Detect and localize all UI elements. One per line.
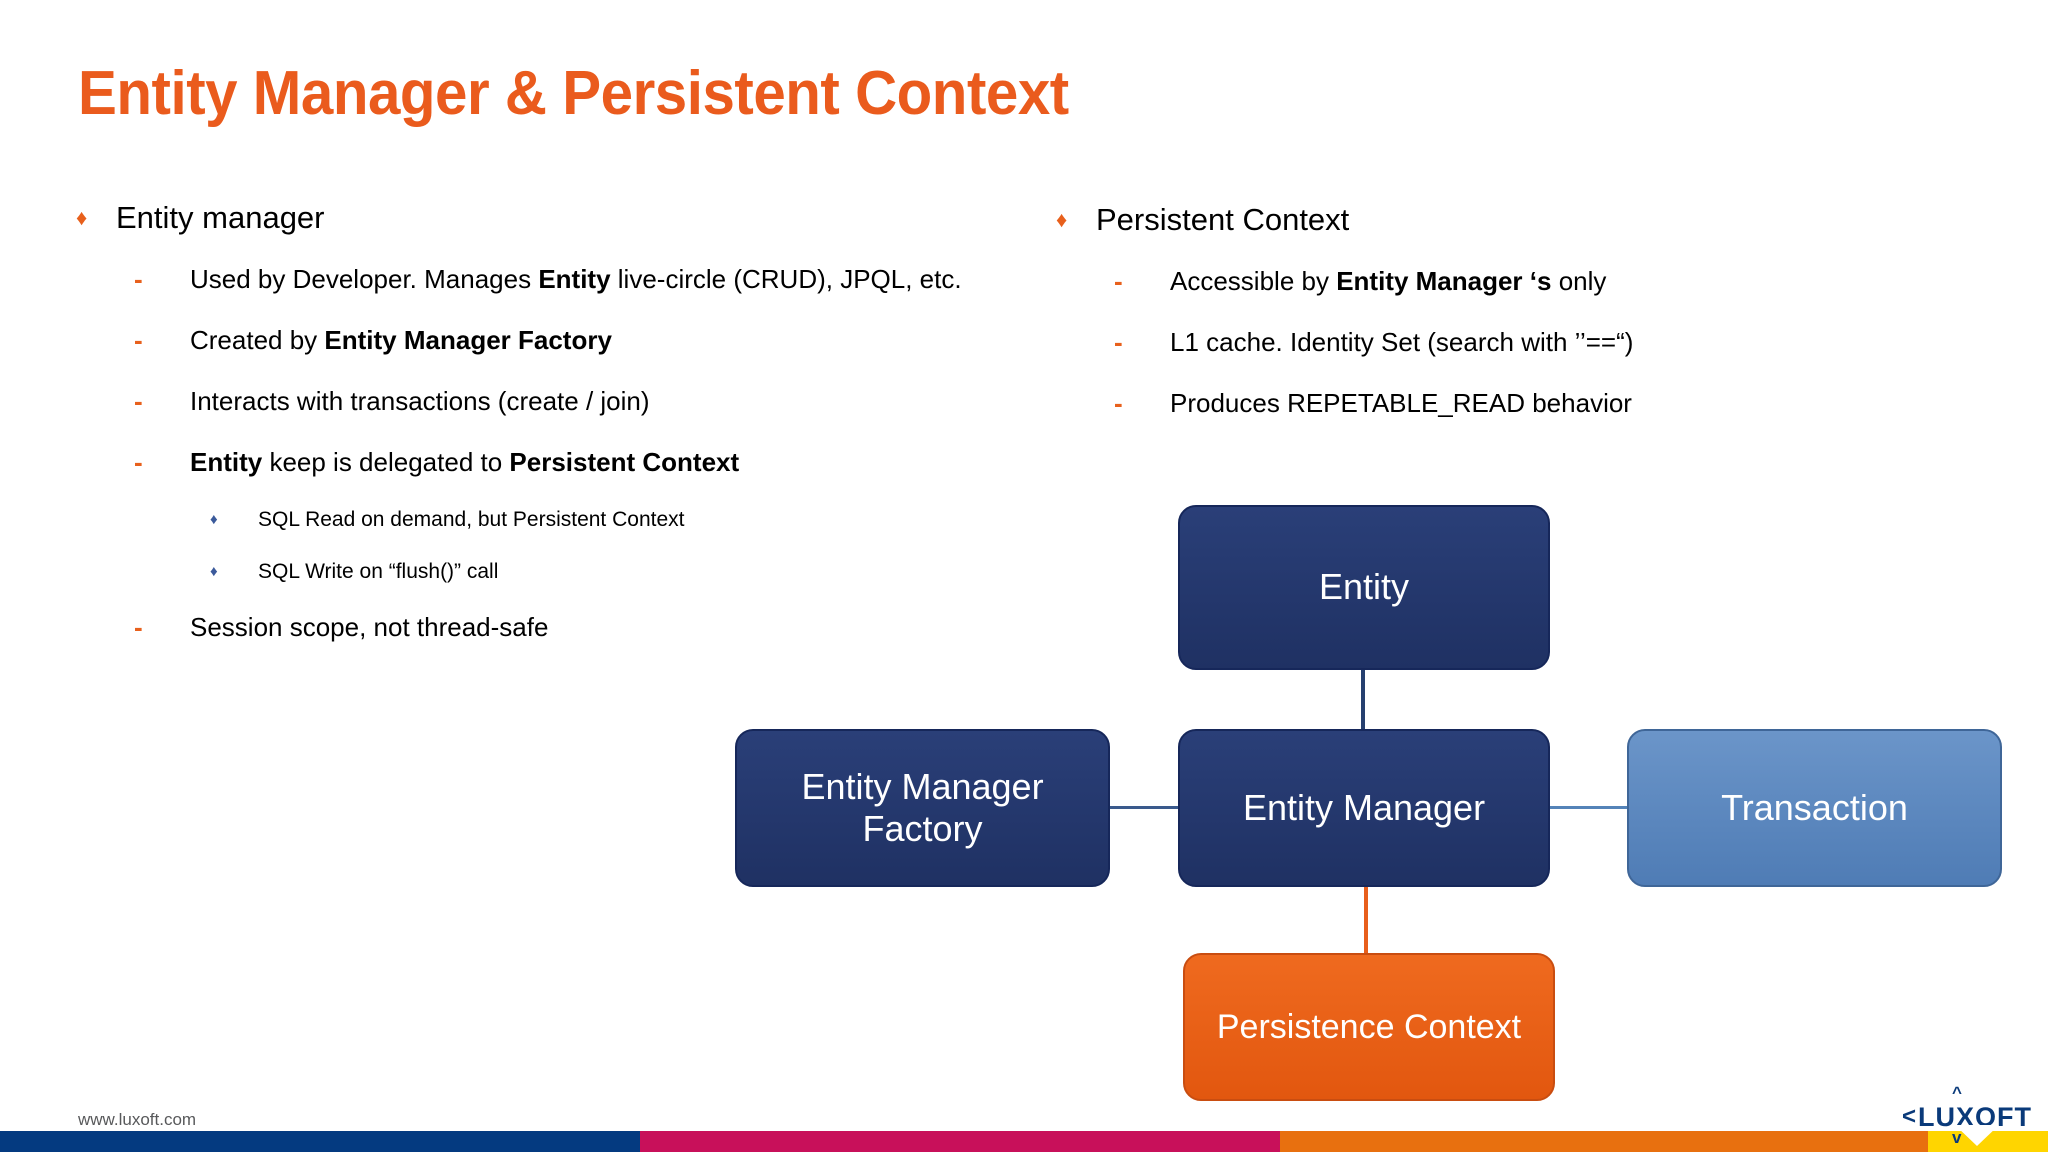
connector-factory-to-entity-manager (1108, 806, 1180, 809)
bullet-text-run: Entity Manager ‘s (1336, 266, 1552, 296)
bullet-item: - Used by Developer. Manages Entity live-… (70, 262, 1060, 296)
bar-segment-orange (1280, 1131, 1928, 1152)
bullet-text-run: Entity (538, 264, 611, 294)
bullet-text-run: L1 cache. Identity Set (search with ’’==… (1170, 327, 1634, 357)
right-column-heading: ♦ Persistent Context (1050, 202, 1990, 238)
dash-bullet-icon: - (134, 612, 143, 642)
bullet-item-label: SQL Read on demand, but Persistent Conte… (258, 506, 684, 534)
bullet-text-run: Produces REPETABLE_READ behavior (1170, 388, 1632, 418)
bullet-text-run: keep is delegated to (262, 447, 510, 477)
bullet-item-label: Produces REPETABLE_READ behavior (1170, 386, 1632, 420)
dash-bullet-icon: - (134, 325, 143, 355)
bullet-item: ♦ SQL Write on “flush()” call (70, 558, 1060, 586)
bullet-text-run: Used by Developer. Manages (190, 264, 539, 294)
diamond-bullet-icon: ♦ (210, 511, 218, 528)
diamond-bullet-icon: ♦ (210, 563, 218, 580)
bullet-item-label: Entity keep is delegated to Persistent C… (190, 445, 739, 479)
bullet-text-run: live-circle (CRUD), JPQL, etc. (610, 264, 962, 294)
bar-segment-crimson (640, 1131, 1280, 1152)
luxoft-logo: ^ < LUXOFT v (1900, 1082, 2031, 1146)
dash-bullet-icon: - (134, 386, 143, 416)
bullet-text-run: Entity Manager Factory (324, 325, 612, 355)
left-bullet-column: ♦ Entity manager - Used by Developer. Man… (70, 200, 1060, 671)
right-heading-label: Persistent Context (1096, 202, 1350, 237)
left-column-heading: ♦ Entity manager (70, 200, 1060, 236)
bullet-text-run: Entity (190, 447, 263, 477)
left-heading-label: Entity manager (116, 200, 325, 235)
connector-entity-manager-to-persistence-context (1364, 885, 1368, 955)
bullet-text-run: SQL Read on demand, but Persistent Conte… (258, 508, 685, 531)
bullet-item-label: Session scope, not thread-safe (190, 610, 548, 644)
right-bullet-column: ♦ Persistent Context - Accessible by Enti… (1050, 202, 1990, 447)
bar-segment-blue (0, 1131, 640, 1152)
diagram-node-entity-manager-factory[interactable]: Entity Manager Factory (735, 729, 1110, 887)
logo-notch-shape (1955, 1125, 1999, 1146)
bullet-item: - Interacts with transactions (create / j… (70, 384, 1060, 418)
bullet-item: - Session scope, not thread-safe (70, 610, 1060, 644)
bullet-text-run: only (1551, 266, 1607, 296)
footer-url[interactable]: www.luxoft.com (78, 1110, 197, 1129)
footer-color-bar (0, 1131, 2048, 1152)
connector-entity-manager-to-transaction (1548, 806, 1629, 809)
bullet-text-run: SQL Write on “flush()” call (258, 560, 499, 583)
bullet-item: - L1 cache. Identity Set (search with ’’=… (1050, 325, 1990, 359)
dash-bullet-icon: - (134, 264, 143, 294)
bullet-text-run: Persistent Context (509, 447, 740, 477)
connector-entity-to-entity-manager (1361, 668, 1365, 731)
bullet-text-run: Session scope, not thread-safe (190, 612, 549, 642)
bullet-item-label: SQL Write on “flush()” call (258, 558, 498, 586)
dash-bullet-icon: - (1114, 388, 1123, 418)
bullet-item: - Created by Entity Manager Factory (70, 323, 1060, 357)
bullet-text-run: Accessible by (1170, 266, 1337, 296)
diagram-node-persistence-context[interactable]: Persistence Context (1183, 953, 1555, 1101)
diagram-node-transaction[interactable]: Transaction (1627, 729, 2002, 887)
dash-bullet-icon: - (134, 447, 143, 477)
bullet-item: - Accessible by Entity Manager ‘s only (1050, 264, 1990, 298)
bullet-item: ♦ SQL Read on demand, but Persistent Cont… (70, 506, 1060, 534)
bullet-item-label: Interacts with transactions (create / jo… (190, 384, 650, 418)
bullet-item-label: Used by Developer. Manages Entity live-c… (190, 262, 962, 296)
dash-bullet-icon: - (1114, 327, 1123, 357)
bullet-item-label: Created by Entity Manager Factory (190, 323, 612, 357)
diagram-node-entity[interactable]: Entity (1178, 505, 1550, 670)
diamond-bullet-icon: ♦ (1056, 207, 1068, 232)
bullet-text-run: Interacts with transactions (create / jo… (190, 386, 650, 416)
chevron-left-icon: < (1902, 1103, 1917, 1130)
bullet-item: - Entity keep is delegated to Persistent … (70, 445, 1060, 479)
chevron-up-icon: ^ (1952, 1083, 1962, 1102)
diamond-bullet-icon: ♦ (76, 205, 88, 230)
bullet-item-label: L1 cache. Identity Set (search with ’’==… (1170, 325, 1633, 359)
page-title: Entity Manager & Persistent Context (78, 59, 1069, 128)
dash-bullet-icon: - (1114, 266, 1123, 296)
bullet-item-label: Accessible by Entity Manager ‘s only (1170, 264, 1606, 298)
bullet-text-run: Created by (190, 325, 325, 355)
bullet-item: - Produces REPETABLE_READ behavior (1050, 386, 1990, 420)
diagram-node-entity-manager[interactable]: Entity Manager (1178, 729, 1550, 887)
